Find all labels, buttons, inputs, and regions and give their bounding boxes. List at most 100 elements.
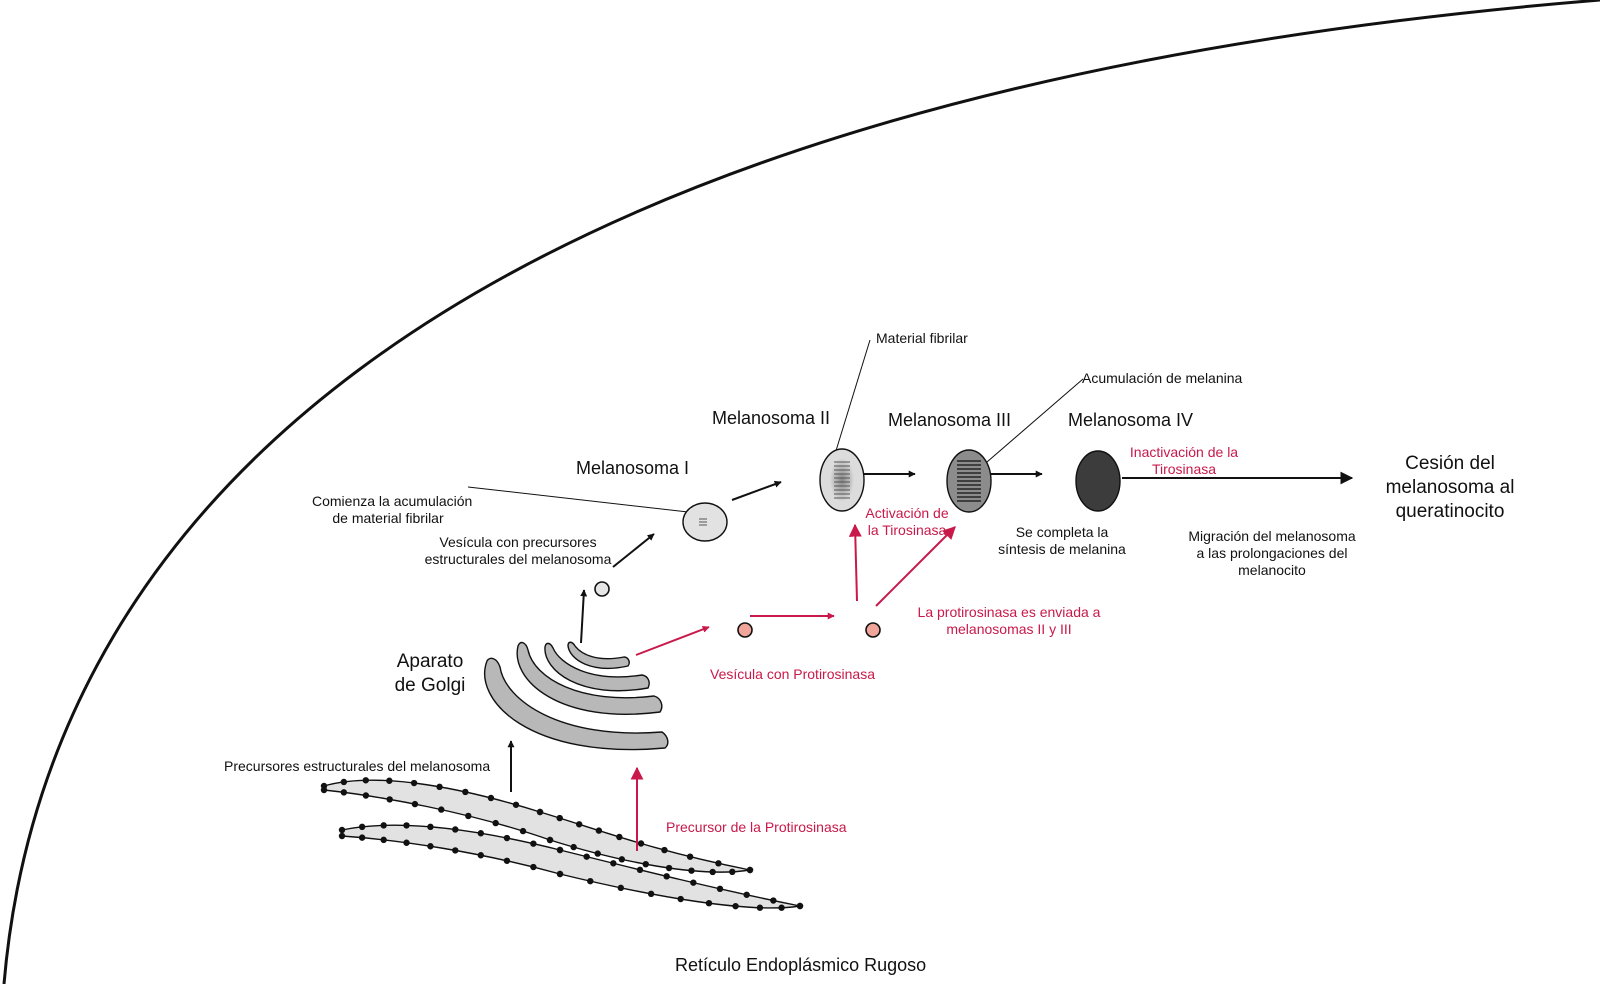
ribosome-dot [616, 833, 623, 841]
ribosome-dot [358, 823, 366, 831]
ribosome-dot [716, 885, 724, 893]
ribosome-dot [380, 822, 387, 829]
ribosome-dot [503, 857, 511, 864]
melanosome-1 [682, 502, 728, 542]
text-line: La protirosinasa es enviada a [917, 604, 1101, 620]
ribosome-dot [690, 879, 697, 886]
arrow-pink-to-mel2 [848, 523, 862, 602]
text-line: la Tirosinasa [867, 521, 947, 538]
ribosome-dot [587, 877, 594, 885]
arrow-pink-to-mel3 [875, 526, 956, 607]
ribosome-dot [512, 801, 520, 808]
text-line: estructurales del melanosoma [424, 550, 612, 567]
ribosome-dot [665, 864, 673, 872]
ribosome-dot [410, 779, 418, 787]
ribosome-dot [546, 836, 554, 844]
rough-endoplasmic-reticulum [320, 777, 804, 911]
ribosome-dot [362, 777, 369, 784]
label-material-fibrilar: Material fibrilar [876, 330, 968, 346]
ribosome-dot [477, 852, 485, 859]
label-se-completa-sintesis: Se completa la síntesis de melanina [988, 524, 1136, 558]
text-line: melanosoma al [1385, 476, 1515, 498]
ribosome-dot [661, 846, 668, 854]
label-melanosoma-1: Melanosoma I [576, 458, 690, 478]
text-line: síntesis de melanina [998, 540, 1126, 557]
ribosome-dot [688, 867, 695, 874]
text-line: Comienza la acumulación [312, 493, 473, 509]
ribosome-dot [618, 856, 626, 863]
ribosome-dot [530, 863, 537, 871]
ribosome-dot [647, 890, 655, 898]
ribosome-dot [403, 822, 410, 829]
label-comienza-acumulacion: Comienza la acumulación de material fibr… [312, 493, 473, 527]
label-protirosinasa-enviada: La protirosinasa es enviada a melanosoma… [906, 604, 1112, 638]
black-arrows [507, 470, 1354, 792]
text-line: Se completa la [1015, 524, 1109, 540]
ribosome-dot [617, 884, 625, 892]
ribosome-dot [338, 832, 346, 840]
vesicle-protirosinasa-2 [865, 622, 881, 638]
ribosome-dot [438, 806, 445, 813]
ribosome-dot [403, 839, 410, 846]
ribosome-dot [358, 834, 366, 841]
text-line: Inactivación de la [1129, 444, 1239, 460]
melanosome-4 [1075, 450, 1121, 512]
label-cesion-melanosoma: Cesión del melanosoma al queratinocito [1378, 452, 1522, 523]
text-line: Vesícula con precursores [439, 534, 597, 550]
ribosome-dot [743, 891, 750, 898]
ribosome-dot [686, 853, 694, 860]
label-acumulacion-melanina: Acumulación de melanina [1082, 370, 1243, 386]
arrow-mel1-to-mel2 [731, 480, 782, 501]
label-reticulo-endoplasmico: Retículo Endoplásmico Rugoso [675, 955, 927, 975]
label-aparato-golgi: Aparato de Golgi [390, 650, 470, 698]
ribosome-dot [709, 868, 716, 876]
ribosome-dot [556, 870, 564, 878]
ribosome-dot [427, 843, 434, 850]
melanosome-3 [946, 449, 992, 513]
ribosome-dot [556, 846, 564, 854]
ribosome-dot [362, 792, 370, 799]
text-line: de Golgi [394, 674, 466, 696]
ribosome-dot [715, 860, 722, 867]
ribosome-dot [411, 800, 419, 808]
ribosome-dot [595, 827, 603, 834]
ribosome-dot [770, 897, 777, 904]
text-line: queratinocito [1395, 500, 1505, 522]
ribosome-dot [556, 814, 563, 822]
ribosome-dot [570, 843, 577, 851]
label-inactivacion-tirosinasa: Inactivación de la Tirosinasa [1122, 444, 1246, 478]
ribosome-dot [519, 827, 527, 835]
ribosome-dot [778, 904, 785, 911]
text-line: melanocito [1238, 561, 1306, 578]
arrow-golgi-to-vesicle [580, 589, 588, 644]
ribosome-dot [380, 836, 387, 844]
ribosome-dot [462, 788, 469, 796]
vesicle-structural-precursors [594, 581, 610, 597]
ribosome-dot [338, 826, 346, 834]
ribosome-dot [594, 850, 601, 857]
label-melanosoma-4: Melanosoma IV [1068, 410, 1194, 430]
text-line: de material fibrilar [332, 509, 444, 526]
ribosome-dot [452, 826, 459, 833]
label-vesicula-protirosinasa: Vesícula con Protirosinasa [710, 666, 875, 682]
ribosome-dot [465, 812, 472, 820]
ribosome-dot [637, 840, 645, 847]
label-vesicula-precursores: Vesícula con precursores estructurales d… [414, 534, 622, 568]
ribosome-dot [610, 860, 617, 867]
ribosome-dot [756, 904, 764, 911]
text-line: a las prolongaciones del [1196, 544, 1348, 561]
ribosome-dot [583, 853, 590, 860]
text-line: Activación de [865, 505, 949, 521]
ribosome-dot [636, 866, 644, 874]
ribosome-dot [677, 895, 684, 903]
label-activacion-tirosinasa: Activación de la Tirosinasa [858, 505, 956, 539]
ribosome-dot [477, 830, 485, 837]
ribosome-dot [427, 823, 434, 831]
ribosome-dot [575, 821, 583, 828]
ribosome-dot [732, 902, 739, 910]
vesicle-protirosinasa-1 [737, 622, 753, 638]
arrow-vesicle-to-mel1 [612, 533, 655, 568]
text-line: melanosomas II y III [946, 620, 1072, 637]
